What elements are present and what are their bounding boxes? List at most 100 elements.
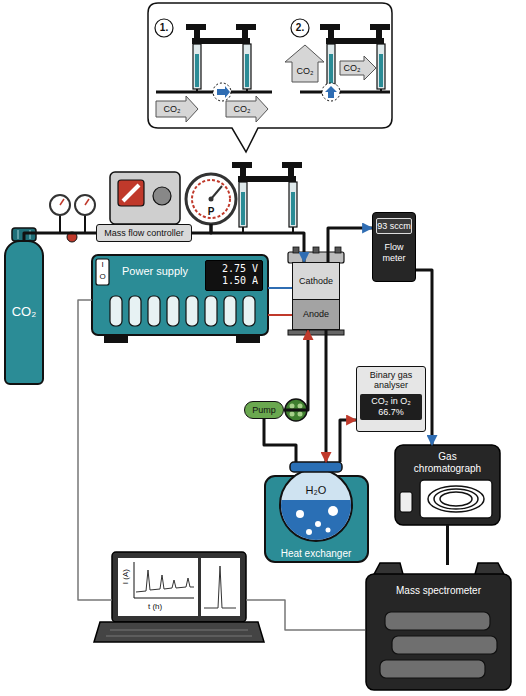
laptop-body-part	[110, 630, 248, 631]
callout-bubble-part	[325, 86, 337, 98]
callout-bubble-part	[217, 86, 230, 98]
pipe-connector	[268, 314, 292, 316]
callout-bubble-part	[322, 83, 340, 101]
gas-chromatograph-body-part	[428, 486, 484, 512]
pipe-connector	[328, 228, 372, 262]
cell-lid-part	[293, 247, 299, 253]
mass-flow-controller-body-part	[118, 180, 144, 206]
valve-manifold-main	[232, 162, 302, 233]
pressure-gauge-dial-part	[192, 180, 230, 218]
callout-bubble-part	[196, 89, 198, 92]
pipe-connector	[264, 419, 296, 462]
power-supply-body-part	[224, 296, 236, 326]
power-display-text: 2.75 V	[210, 263, 258, 275]
mass-spectrometer: Mass spectrometer	[365, 565, 512, 690]
anode-compartment: Anode	[292, 300, 340, 330]
valve-manifold-main-part	[232, 162, 302, 227]
mass-flow-controller: Mass flow controller	[96, 224, 192, 242]
pipe-connector	[192, 224, 211, 233]
callout-bubble-part	[186, 24, 256, 89]
callout-label: I	[96, 261, 109, 269]
pump-head-part	[298, 412, 303, 417]
callout-label: CO₂	[340, 63, 364, 73]
power-supply-body-part	[148, 296, 160, 326]
callout-bubble-part	[213, 83, 231, 101]
mass-flow-controller-body-part	[110, 172, 180, 224]
callout-label: 1.	[154, 22, 174, 34]
heat-exchanger-body	[265, 462, 368, 562]
pressure-gauge-dial-part	[211, 186, 222, 199]
laptop-body-part	[204, 566, 236, 608]
laptop-body-part	[118, 558, 198, 616]
heat-exchanger-body-part	[306, 529, 312, 535]
pressure-regulator-part	[75, 195, 95, 215]
pipe-connector	[284, 330, 308, 410]
power-display-text: 1.50 A	[210, 275, 258, 287]
heat-exchanger-text: Heat exchanger	[262, 548, 370, 560]
pressure-regulator-part	[85, 199, 89, 205]
callout-label: CO₂	[228, 104, 256, 114]
pressure-gauge-dial-part	[186, 174, 236, 224]
pump-head-part	[290, 412, 295, 417]
anode-compartment-text: Anode	[303, 309, 329, 319]
laptop-body-part	[134, 598, 194, 599]
gas-chromatograph-text: Gas chromatograph	[407, 451, 488, 474]
pipe-connector	[24, 233, 96, 240]
gas-chromatograph-body-part	[420, 480, 492, 518]
mass-spectrometer-body-part	[385, 612, 490, 630]
callout-bubble-part	[156, 96, 198, 122]
gas-chromatograph-body-part	[440, 492, 472, 506]
mass-spectrometer-body	[366, 563, 511, 690]
binary-gas-analyser-text: CO₂ in O₂	[360, 394, 422, 406]
heat-exchanger-body-part	[328, 506, 338, 516]
mass-flow-controller-body	[110, 172, 180, 224]
gas-cylinder: CO₂	[4, 240, 44, 385]
gas-cylinder-text: CO₂	[12, 305, 37, 320]
callout-label: O	[96, 273, 109, 281]
pipe-connector	[446, 525, 449, 565]
callout-bubble-part	[155, 19, 173, 37]
mass-flow-controller-body-part	[153, 187, 171, 205]
pressure-regulator-part	[59, 215, 61, 233]
mass-spectrometer-body-part	[366, 574, 511, 690]
heat-exchanger: H₂OHeat exchanger	[262, 462, 370, 565]
power-supply-body-part	[96, 259, 109, 285]
gas-chromatograph-body-part	[395, 445, 500, 525]
mass-spectrometer-body-part	[392, 636, 497, 654]
pressure-regulator-part	[50, 195, 70, 215]
power-supply-body-part	[167, 296, 179, 326]
callout-bubble-part	[246, 89, 248, 92]
callout-bubble-part	[340, 56, 376, 80]
power-display: 2.75 V1.50 A	[205, 260, 263, 291]
mass-spectrometer-body-part	[380, 660, 485, 678]
flow-meter-text: Flow meter	[374, 242, 414, 263]
power-supply-body-part	[110, 296, 122, 326]
laptop-body-part	[134, 562, 135, 598]
pipe-connector	[78, 300, 112, 600]
mass-flow-controller-body-part	[123, 185, 139, 201]
pump-label: Pump	[244, 401, 284, 419]
callout-bubble-part	[226, 96, 268, 122]
cell-lid-part	[335, 247, 341, 253]
power-supply-body-part	[92, 255, 268, 335]
callout-bubble-part	[285, 45, 324, 82]
power-supply-body-part	[186, 296, 198, 326]
power-supply-body-part	[104, 335, 128, 343]
flow-meter-text: 93 sccm	[376, 218, 412, 234]
heat-exchanger-body-part	[290, 462, 342, 472]
pump-head-part	[290, 404, 295, 409]
gas-chromatograph-body-part	[400, 492, 412, 512]
flow-meter: 93 sccmFlow meter	[372, 212, 416, 282]
laptop-screen-text: t (h)	[148, 602, 162, 611]
pressure-gauge-text: P	[208, 206, 215, 218]
pump-head-part	[298, 404, 303, 409]
pipe-connector	[246, 600, 365, 630]
binary-gas-analyser: Binary gas analyserCO₂ in O₂66.7%	[356, 366, 426, 432]
cell-lid	[288, 247, 344, 335]
pressure-gauge: P	[186, 174, 236, 224]
laptop-body-part	[112, 552, 246, 622]
mass-spectrometer-text: Mass spectrometer	[365, 585, 512, 597]
cell-lid-part	[288, 330, 344, 335]
pressure-gauge-dial	[186, 174, 236, 224]
